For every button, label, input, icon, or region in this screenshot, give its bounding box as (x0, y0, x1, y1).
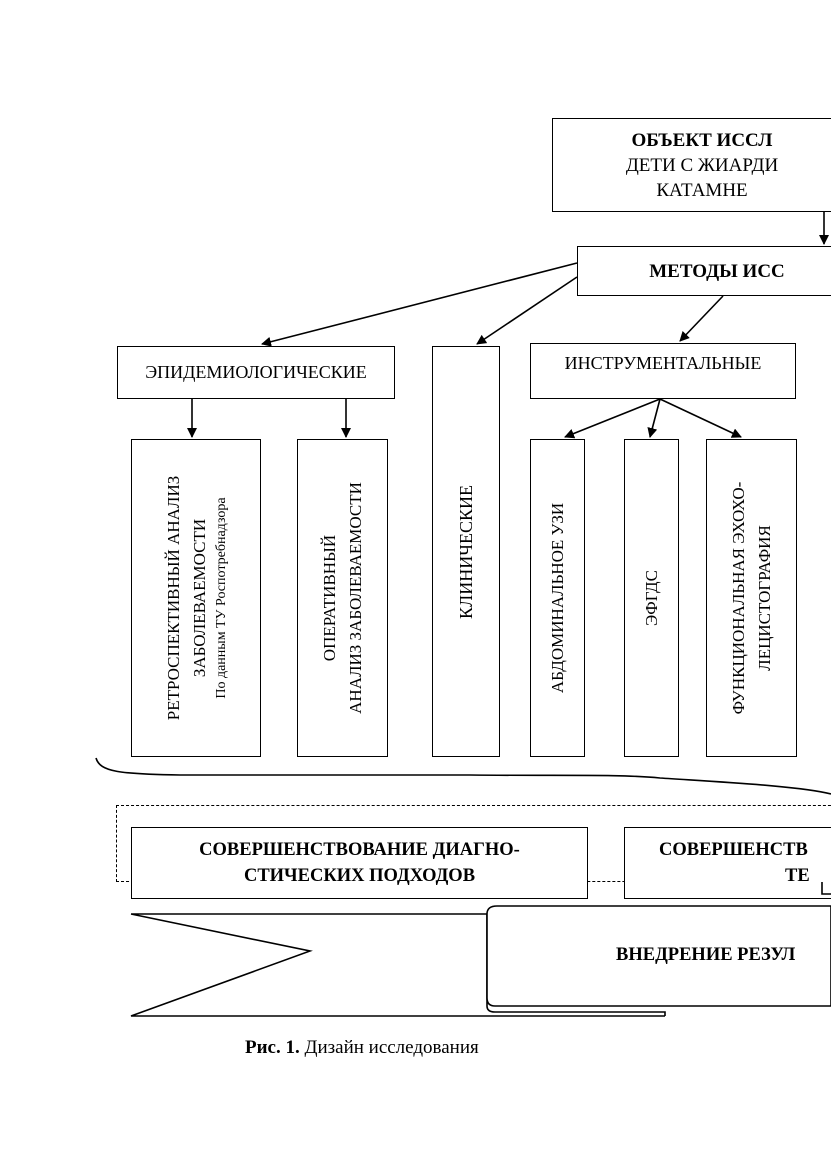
echocholecystography-box: ФУНКЦИОНАЛЬНАЯ ЭХОХО- ЛЕЦИСТОГРАФИЯ (706, 439, 797, 757)
brace-curve (95, 757, 831, 795)
arrow-to-efgds (647, 398, 661, 438)
research-object-line2: ДЕТИ С ЖИАРДИ (625, 154, 779, 176)
caption-prefix: Рис. 1. (245, 1037, 300, 1058)
diagnostic-line2: СТИЧЕСКИХ ПОДХОДОВ (243, 866, 476, 886)
figure-caption: Рис. 1. Дизайн исследования (245, 1037, 479, 1059)
ultrasound-label: АБДОМИНАЛЬНОЕ УЗИ (547, 502, 567, 694)
echo-line2: ЛЕЦИСТОГРАФИЯ (754, 525, 774, 671)
epidemiological-label: ЭПИДЕМИОЛОГИЧЕСКИЕ (145, 362, 367, 382)
research-methods-title: МЕТОДЫ ИСС (649, 260, 785, 282)
echo-line1: ФУНКЦИОНАЛЬНАЯ ЭХОХО- (728, 481, 748, 715)
efgds-label: ЭФГДС (641, 569, 661, 627)
implementation-label: ВНЕДРЕНИЕ РЕЗУЛ (616, 945, 795, 965)
epidemiological-methods-box: ЭПИДЕМИОЛОГИЧЕСКИЕ (117, 346, 395, 399)
operative-analysis-box: ОПЕРАТИВНЫЙ АНАЛИЗ ЗАБОЛЕВАЕМОСТИ (297, 439, 388, 757)
clinical-methods-box: КЛИНИЧЕСКИЕ (432, 346, 500, 757)
retrospective-analysis-box: РЕТРОСПЕКТИВНЫЙ АНАЛИЗ ЗАБОЛЕВАЕМОСТИ По… (131, 439, 261, 757)
research-methods-box: МЕТОДЫ ИСС (577, 246, 831, 296)
retrospective-line3: По данным ТУ Роспотребнадзора (214, 497, 229, 699)
arrow-to-echo (659, 398, 742, 438)
diagnostic-improvement-box: СОВЕРШЕНСТВОВАНИЕ ДИАГНО- СТИЧЕСКИХ ПОДХ… (131, 827, 588, 899)
arrow-methods-to-instrumental (679, 295, 724, 342)
arrow-methods-to-epidemiological (261, 262, 578, 347)
research-object-title: ОБЪЕКТ ИССЛ (631, 129, 773, 151)
arrow-methods-to-clinical (476, 276, 578, 345)
research-object-line3: КАТАМНЕ (656, 179, 748, 201)
therapeutic-line2: ТЕ (785, 866, 810, 886)
abdominal-ultrasound-box: АБДОМИНАЛЬНОЕ УЗИ (530, 439, 585, 757)
diagnostic-line1: СОВЕРШЕНСТВОВАНИЕ ДИАГНО- (199, 840, 520, 860)
therapeutic-line1: СОВЕРШЕНСТВ (659, 840, 808, 860)
instrumental-label: ИНСТРУМЕНТАЛЬНЫЕ (564, 352, 762, 373)
arrow-to-ultrasound (564, 398, 661, 439)
therapeutic-improvement-box: СОВЕРШЕНСТВ ТЕ (624, 827, 831, 899)
ribbon-tail (130, 913, 665, 1017)
operative-line1: ОПЕРАТИВНЫЙ (319, 534, 339, 662)
research-object-box: ОБЪЕКТ ИССЛ ДЕТИ С ЖИАРДИ КАТАМНЕ (552, 118, 831, 212)
ribbon-curl (486, 914, 666, 1016)
retrospective-line2: ЗАБОЛЕВАЕМОСТИ (190, 518, 209, 678)
caption-text: Дизайн исследования (304, 1037, 479, 1058)
retrospective-line1: РЕТРОСПЕКТИВНЫЙ АНАЛИЗ (164, 475, 183, 721)
clinical-label: КЛИНИЧЕСКИЕ (456, 484, 476, 619)
ribbon-banner (486, 905, 831, 1007)
efgds-box: ЭФГДС (624, 439, 679, 757)
instrumental-methods-box: ИНСТРУМЕНТАЛЬНЫЕ (530, 343, 796, 399)
operative-line2: АНАЛИЗ ЗАБОЛЕВАЕМОСТИ (345, 482, 365, 714)
